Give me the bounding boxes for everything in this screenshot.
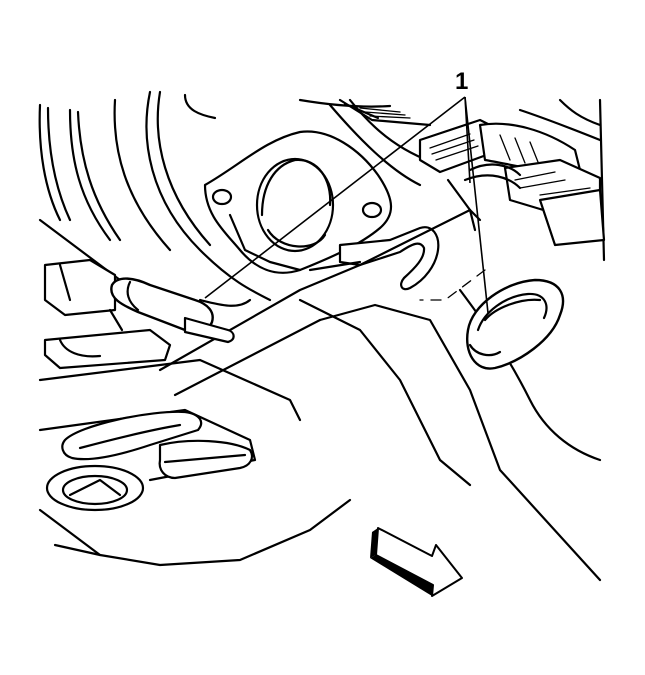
assembly-guide-line xyxy=(419,269,486,301)
upper-connectors xyxy=(418,118,606,247)
forward-arrow-icon xyxy=(370,527,463,597)
vacuum-hose-right xyxy=(466,278,565,370)
left-connector-block xyxy=(43,258,172,370)
vacuum-hose-left xyxy=(108,277,252,344)
mounting-flange xyxy=(203,130,393,274)
upper-right-structure xyxy=(298,98,606,262)
lower-panel xyxy=(38,358,352,567)
left-body-panel xyxy=(38,90,272,302)
bent-tube xyxy=(308,226,440,291)
main-tube xyxy=(158,208,602,582)
callout-leaders xyxy=(204,96,489,314)
callout-number: 1 xyxy=(455,68,469,95)
